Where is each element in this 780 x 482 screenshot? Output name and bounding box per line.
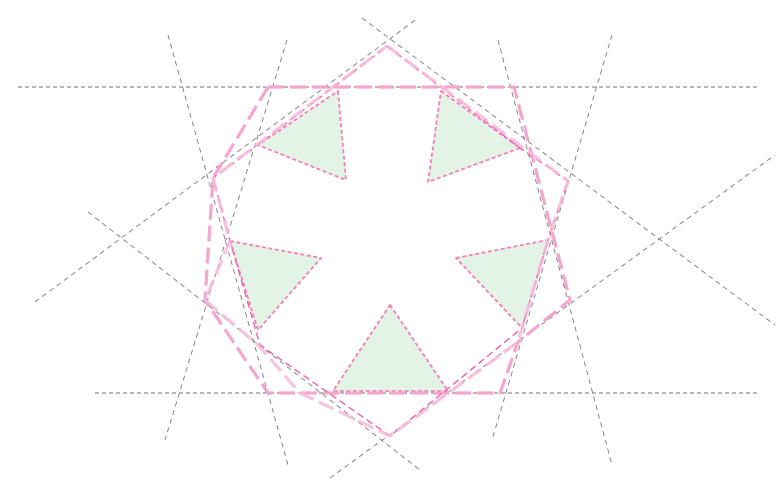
outer-polygon-overlay: [203, 44, 570, 438]
outer-polygon-heptagon: [203, 85, 572, 395]
guide-line-lower-left-diagonal: [87, 211, 421, 471]
guide-line-upper-right-diagonal: [361, 17, 776, 326]
guide-line-right-inner-steep: [497, 39, 613, 466]
shaded-triangle-top-right: [427, 90, 521, 183]
guide-line-upper-left-diagonal: [34, 17, 419, 303]
shaded-triangle-bottom: [332, 304, 449, 392]
guide-line-left-inner-steep: [164, 39, 288, 441]
shaded-triangle-top-left: [257, 90, 347, 181]
shaded-triangles: [229, 90, 549, 392]
construction-lines: [18, 17, 776, 479]
shaded-triangle-left: [229, 240, 322, 331]
